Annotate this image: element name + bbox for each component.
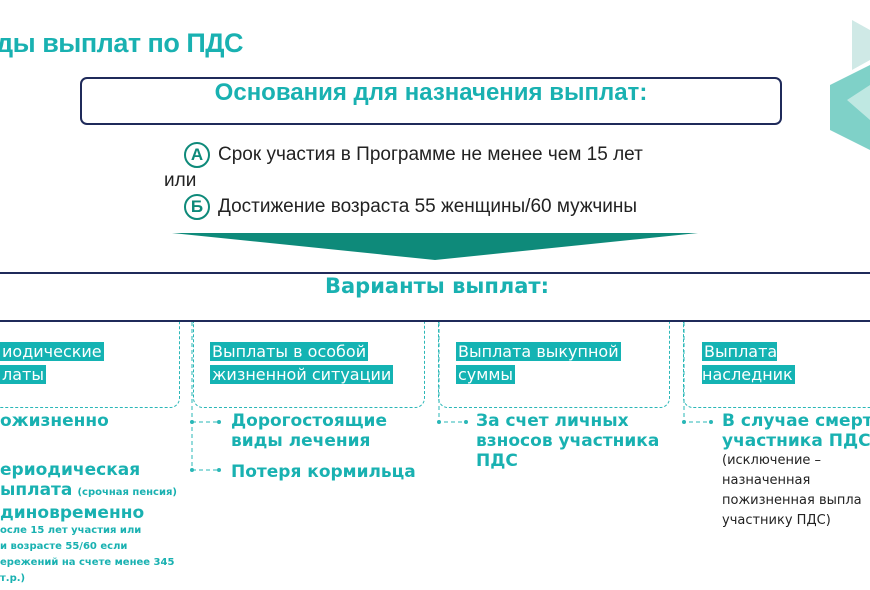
item-death-case: В случае смерти участника ПДС	[722, 411, 870, 451]
decorative-cube-icon	[830, 20, 870, 150]
condition-text: Срок участия в Программе не менее чем 15…	[218, 144, 643, 166]
column-periodic-items: ожизненно ериодическая ыплата (срочная п…	[0, 411, 185, 587]
basis-heading-box: Основания для назначения выплат:	[80, 77, 782, 125]
item-lifelong: ожизненно	[0, 411, 109, 431]
item-periodic-2: ыплата (срочная пенсия)	[0, 480, 177, 500]
item-loss-of-breadwinner: Потеря кормильца	[231, 462, 416, 482]
item-periodic: ериодическая	[0, 460, 141, 480]
label-heirs: Выплата наследник	[702, 342, 795, 384]
badge-b: Б	[184, 194, 210, 220]
condition-a: А Срок участия в Программе не менее чем 1…	[184, 142, 643, 168]
badge-a: А	[184, 142, 210, 168]
slide-title: ды выплат по ПДС	[0, 28, 244, 58]
item-lump-sum: диновременно	[0, 503, 145, 523]
heirs-exception-note: (исключение – назначенная пожизненная вы…	[722, 453, 862, 528]
down-arrow-icon	[172, 233, 698, 260]
condition-b: Б Достижение возраста 55 женщины/60 мужчи…	[184, 194, 637, 220]
or-label: или	[164, 170, 197, 191]
item-personal-contributions: За счет личных взносов участника ПДС	[476, 411, 660, 471]
column-heirs-items: В случае смерти участника ПДС (исключени…	[722, 411, 870, 531]
connector-special	[190, 322, 221, 472]
variants-heading-box: Варианты выплат:	[0, 272, 870, 322]
connector-heirs	[682, 322, 713, 424]
column-box-periodic	[0, 322, 180, 408]
item-expensive-treatment: Дорогостоящие виды лечения	[231, 411, 387, 451]
condition-text: Достижение возраста 55 женщины/60 мужчин…	[218, 196, 638, 218]
column-box-special	[193, 322, 425, 408]
connector-redemption	[437, 322, 468, 424]
